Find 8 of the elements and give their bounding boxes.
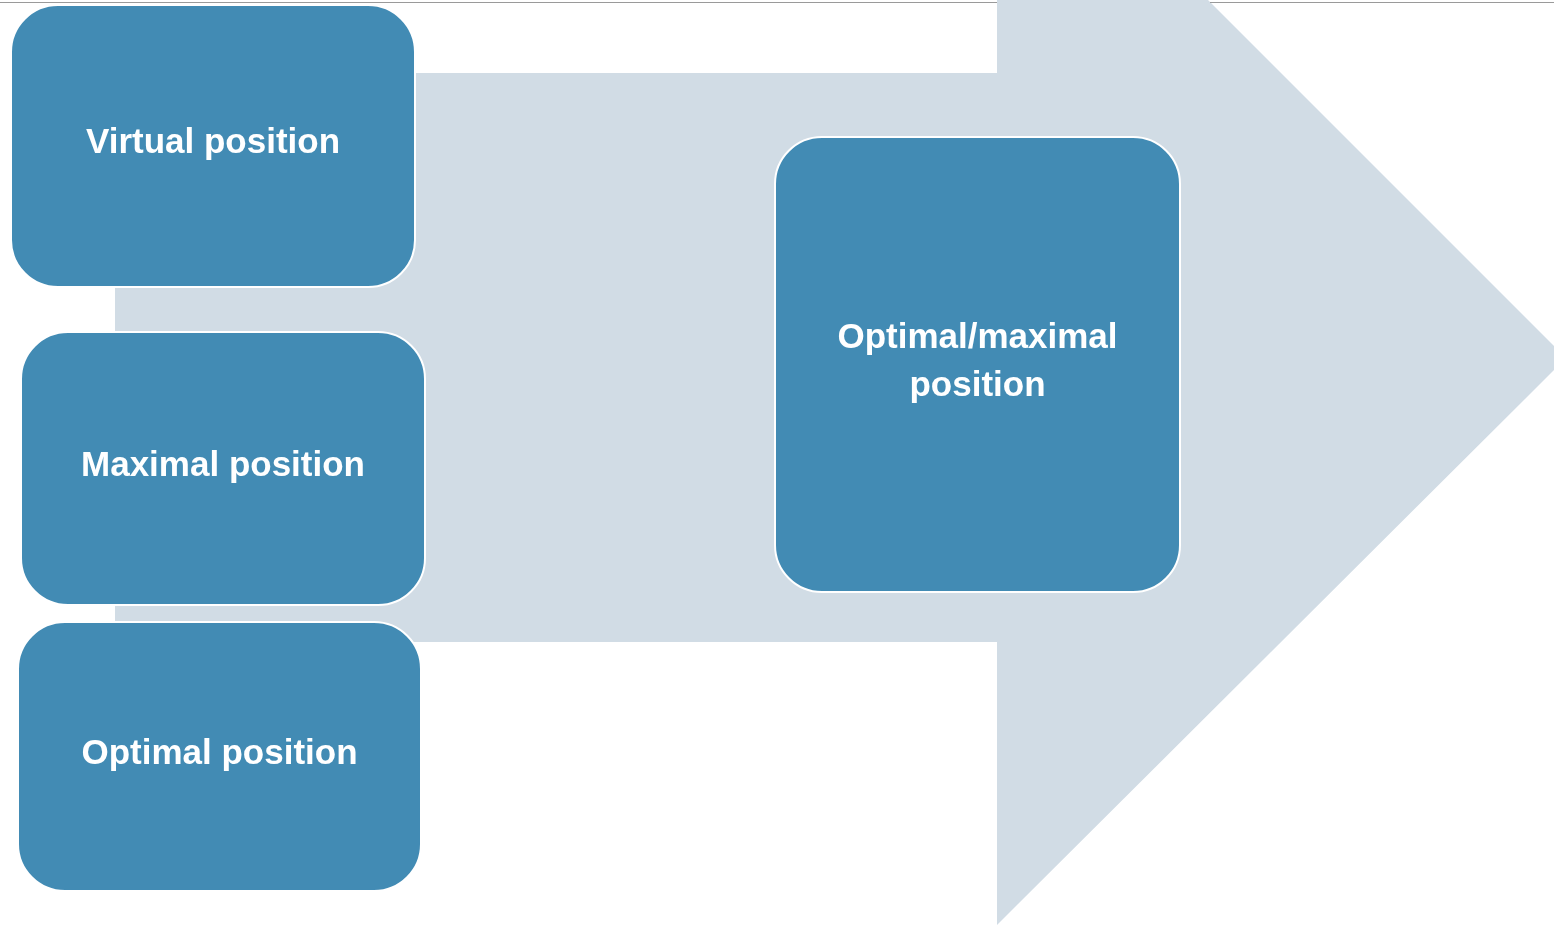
node-label: Virtual position [85,120,341,163]
node-label: Optimal position [81,730,358,773]
rounded-box [17,621,422,892]
node-label: Optimal/maximal position [836,315,1119,405]
rounded-box [10,4,416,288]
rounded-box [20,331,426,606]
rounded-box [774,136,1181,593]
node-label: Maximal position [81,442,365,485]
